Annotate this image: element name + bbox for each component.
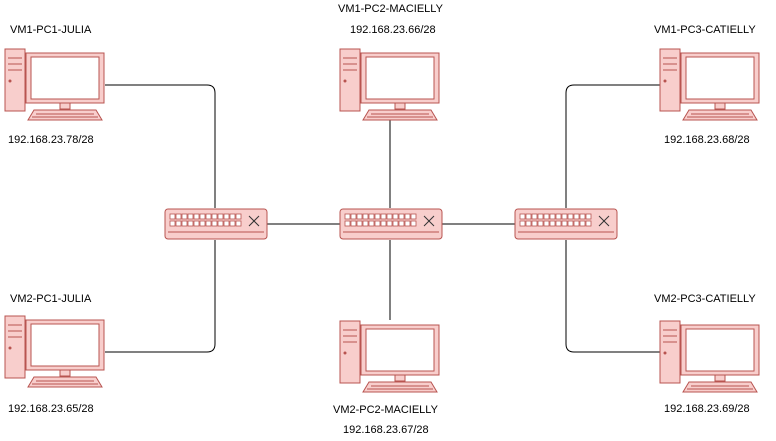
label-vm1-julia-ip: 192.168.23.78/28 xyxy=(8,134,94,146)
label-vm2-macielly-name: VM2-PC2-MACIELLY xyxy=(333,404,438,416)
network-switch-icon xyxy=(339,208,443,240)
switch-left[interactable] xyxy=(164,208,268,240)
link-vm2-julia-to-switch-left xyxy=(105,240,216,353)
pc-vm1-macielly[interactable] xyxy=(339,46,441,122)
pc-vm1-catielly[interactable] xyxy=(659,46,761,122)
label-vm1-macielly-name: VM1-PC2-MACIELLY xyxy=(338,3,443,15)
desktop-pc-icon xyxy=(4,315,105,388)
label-vm2-julia-ip: 192.168.23.65/28 xyxy=(8,403,94,415)
desktop-pc-icon xyxy=(339,320,440,393)
label-vm2-catielly-name: VM2-PC3-CATIELLY xyxy=(654,293,756,305)
desktop-pc-icon xyxy=(659,48,760,121)
link-vm1-julia-to-switch-left xyxy=(105,84,216,208)
network-switch-icon xyxy=(164,208,268,240)
link-vm1-catielly-to-switch-right xyxy=(565,84,660,208)
label-vm1-catielly-ip: 192.168.23.68/28 xyxy=(664,134,750,146)
label-vm1-catielly-name: VM1-PC3-CATIELLY xyxy=(654,24,756,36)
pc-vm2-julia[interactable] xyxy=(4,313,106,389)
label-vm1-julia-name: VM1-PC1-JULIA xyxy=(10,24,92,36)
label-vm2-julia-name: VM2-PC1-JULIA xyxy=(10,293,92,305)
desktop-pc-icon xyxy=(659,320,760,393)
switch-right[interactable] xyxy=(514,208,618,240)
label-vm1-macielly-ip: 192.168.23.66/28 xyxy=(350,24,436,36)
network-switch-icon xyxy=(514,208,618,240)
link-vm2-catielly-to-switch-right xyxy=(565,240,660,353)
pc-vm1-julia[interactable] xyxy=(4,46,106,122)
switch-center[interactable] xyxy=(339,208,443,240)
desktop-pc-icon xyxy=(339,48,440,121)
pc-vm2-macielly[interactable] xyxy=(339,318,441,394)
label-vm2-macielly-ip: 192.168.23.67/28 xyxy=(343,424,429,436)
label-vm2-catielly-ip: 192.168.23.69/28 xyxy=(664,403,750,415)
desktop-pc-icon xyxy=(4,48,105,121)
pc-vm2-catielly[interactable] xyxy=(659,318,761,394)
